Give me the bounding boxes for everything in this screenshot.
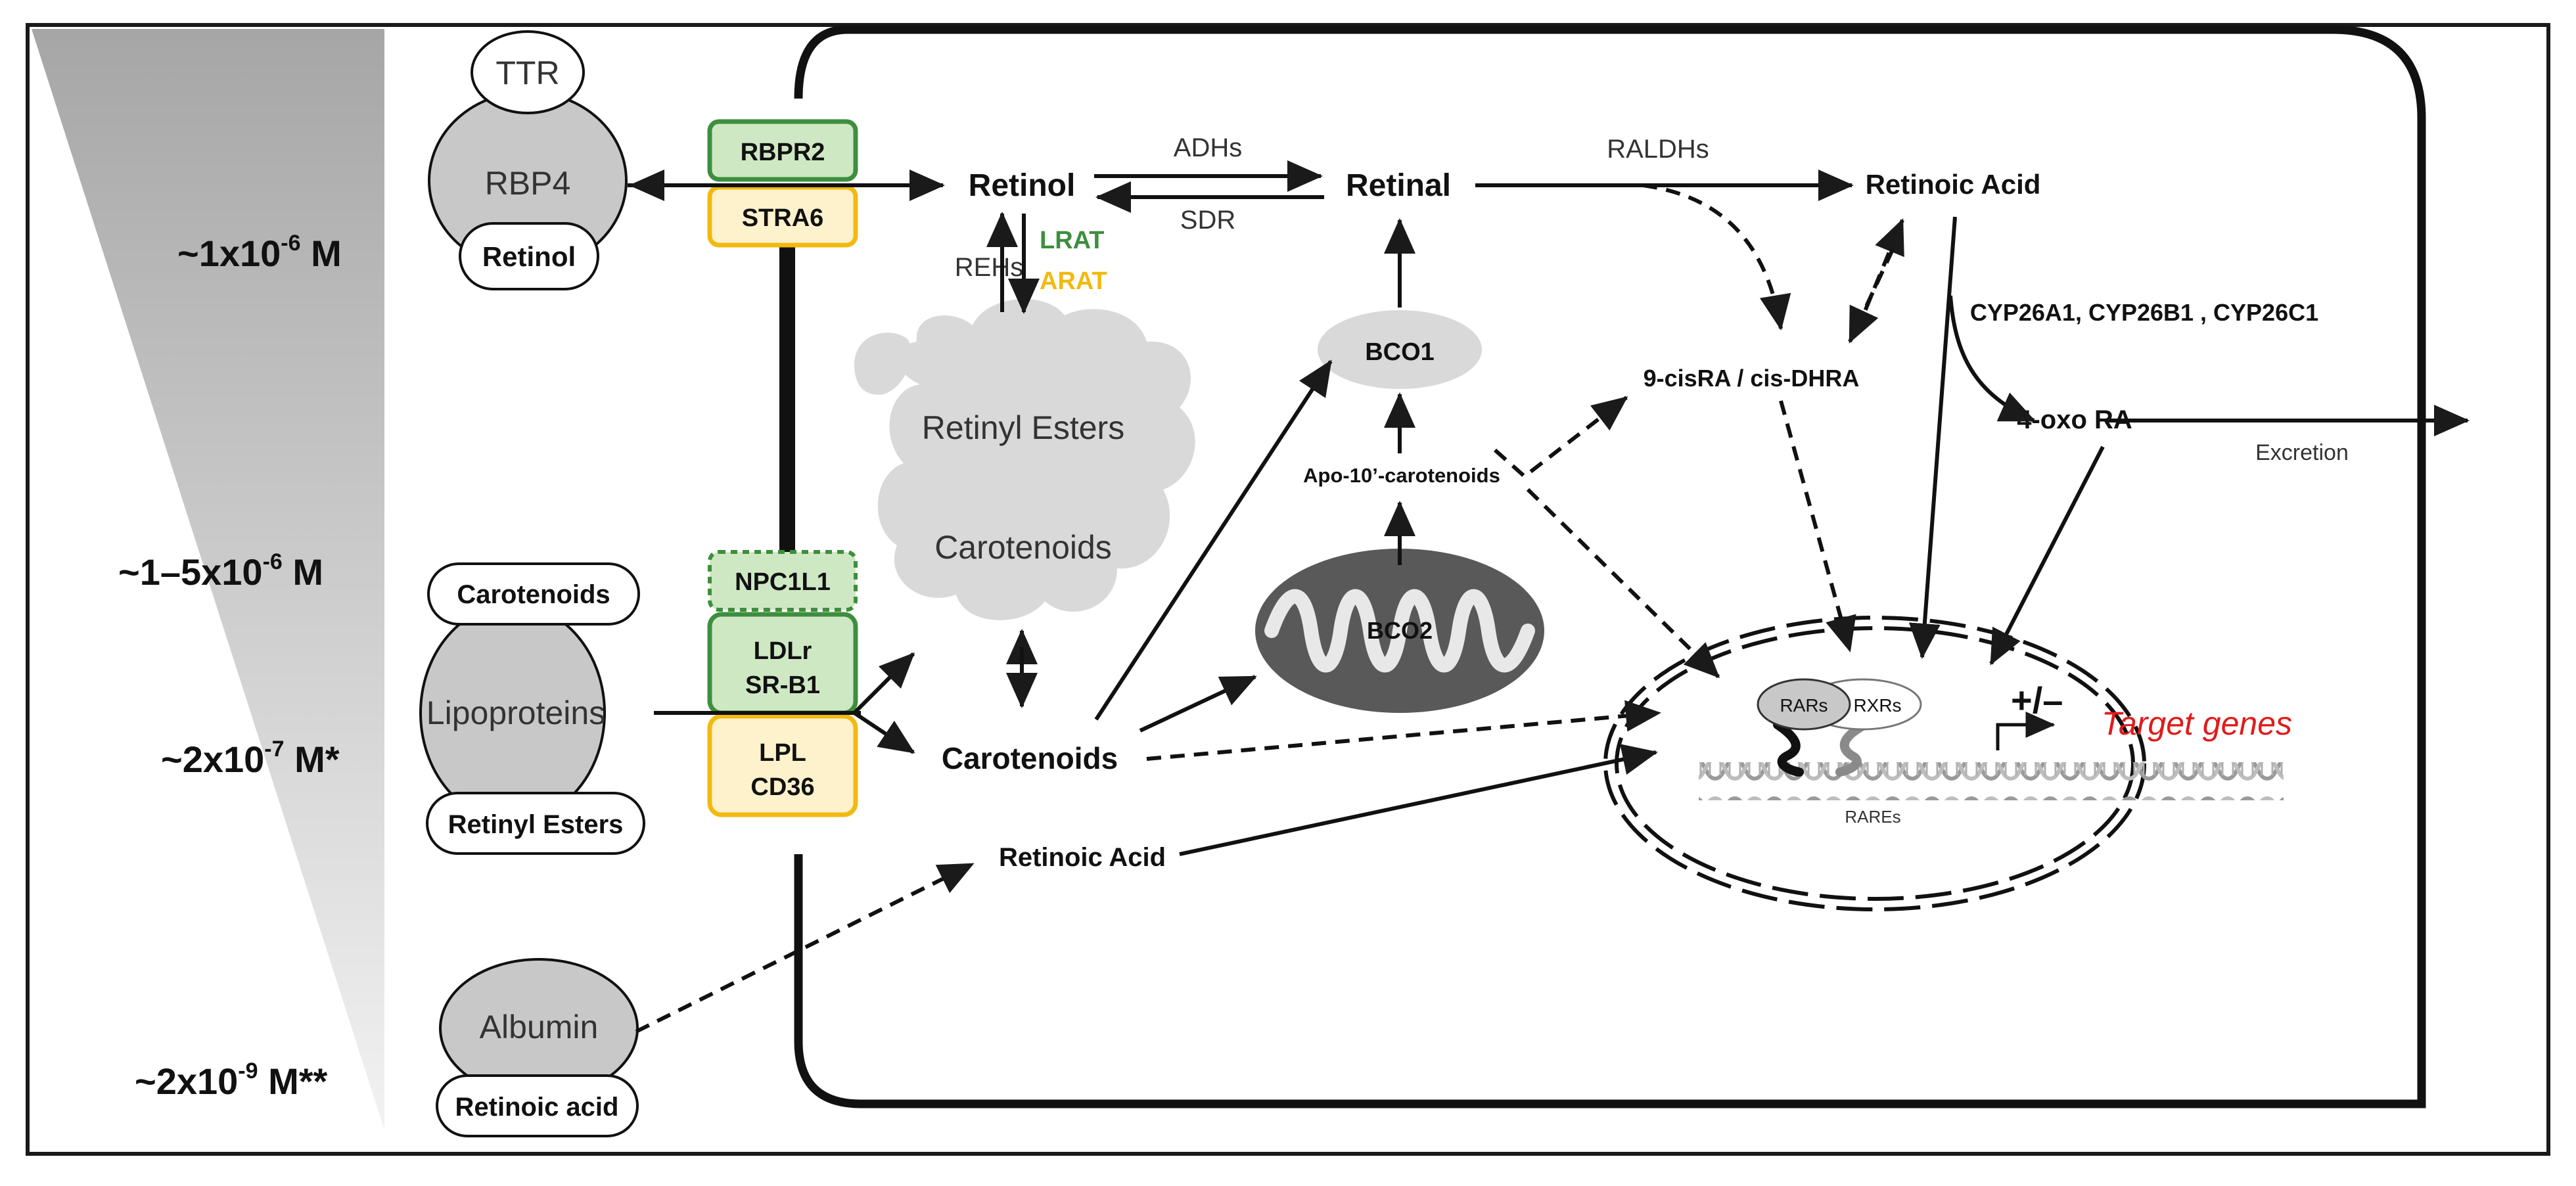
rehs-label: REHs <box>955 253 1023 282</box>
rar-dna-binding-domain <box>1773 720 1804 777</box>
lipoprotein-carotenoids-pill <box>427 562 640 626</box>
cd36-label: CD36 <box>750 773 814 801</box>
ttr-label: TTR <box>495 55 559 91</box>
srb1-label: SR-B1 <box>745 672 820 699</box>
npc1l1-transporter <box>708 550 858 612</box>
rxrs-label: RXRs <box>1853 695 1901 716</box>
lrat-label: LRAT <box>1040 227 1105 254</box>
albumin-label: Albumin <box>480 1009 599 1045</box>
nine-cis-ra-label: 9-cisRA / cis-DHRA <box>1644 365 1860 392</box>
raldhs-label: RALDHs <box>1607 135 1709 164</box>
lpl-label: LPL <box>759 739 806 767</box>
arrow-lipoproteins-to-store <box>852 652 915 715</box>
lipoproteins-label: Lipoproteins <box>426 695 605 731</box>
arat-label: ARAT <box>1040 267 1107 295</box>
dashed-arrow-9cis-to-nucleus <box>1779 400 1856 652</box>
target-genes-label: Target genes <box>2102 705 2292 742</box>
apo-carotenoids-label: Apo-10’-carotenoids <box>1303 464 1500 487</box>
rars-label: RARs <box>1780 695 1828 716</box>
dashed-arrow-albumin-to-retinoic-acid <box>635 862 975 1034</box>
lpl-cd36-transporter <box>707 714 858 817</box>
mitochondrion-cristae <box>1264 589 1535 673</box>
concentration-label-3: ~2x10-7 M* <box>161 737 340 780</box>
bco1-enzyme <box>1318 310 1482 389</box>
ldlr-label: LDLr <box>754 637 812 665</box>
dashed-arrow-carotenoids-to-nucleus <box>1146 700 1661 761</box>
dashed-arrow-raldh-to-9cis <box>1642 183 1791 331</box>
arrow-retinoic-acid-to-4-oxo <box>1948 295 2036 422</box>
retinyl-ester-store-blob <box>877 298 1195 620</box>
ttr-protein <box>471 30 585 114</box>
albumin-retinoic-acid-pill <box>436 1074 639 1137</box>
sdr-label: SDR <box>1180 206 1235 235</box>
solid-arrows <box>628 160 2470 856</box>
rbpr2-transporter <box>707 119 858 182</box>
dashed-arrow-apo-to-nucleus <box>1526 488 1720 679</box>
npc1l1-label: NPC1L1 <box>735 568 831 596</box>
cell-membrane <box>794 25 2426 1108</box>
carotenoids-store-label: Carotenoids <box>934 529 1112 566</box>
rares-label: RAREs <box>1845 807 1900 827</box>
dashed-arrow-apo-to-9cis <box>1494 396 1628 479</box>
cyp26-label: CYP26A1, CYP26B1 , CYP26C1 <box>1970 299 2318 326</box>
concentration-label-1: ~1x10-6 M <box>177 231 342 274</box>
arrow-4-oxo-to-nucleus <box>1989 445 2105 666</box>
dashed-arrows <box>635 183 1904 1034</box>
concentration-label-4: ~2x10-9 M** <box>135 1059 328 1102</box>
retinoic-acid-label: Retinoic Acid <box>1866 169 2041 200</box>
arrow-retinoic-acid-to-nucleus <box>1179 744 1658 856</box>
lipoprotein-retinyl-esters-label: Retinyl Esters <box>448 810 624 839</box>
concentration-label-2: ~1–5x10-6 M <box>118 549 323 593</box>
bco2-label: BCO2 <box>1367 617 1433 644</box>
transcription-start-arrow <box>1996 712 2056 750</box>
retinyl-esters-store-label: Retinyl Esters <box>922 409 1124 446</box>
retinol-label: Retinol <box>969 168 1076 203</box>
stra6-label: STRA6 <box>742 204 824 232</box>
concentration-gradient-wedge <box>32 29 384 1130</box>
adhs-label: ADHs <box>1174 133 1242 162</box>
lipoprotein-retinyl-esters-pill <box>426 792 645 855</box>
carotenoids-label: Carotenoids <box>942 741 1118 775</box>
cell-membrane-top-left <box>794 25 848 99</box>
arrow-lipoproteins-to-carotenoids <box>853 711 915 754</box>
arrow-carotenoids-to-bco1 <box>1094 359 1333 721</box>
excretion-label: Excretion <box>2255 440 2349 465</box>
bco1-label: BCO1 <box>1365 338 1435 366</box>
lipoprotein-carotenoids-label: Carotenoids <box>457 580 610 609</box>
albumin-retinoic-acid-label: Retinoic acid <box>455 1093 619 1122</box>
rxr-dna-binding-domain <box>1835 720 1870 777</box>
rars-receptor <box>1757 678 1851 731</box>
retinyl-ester-store-droplet <box>854 332 911 395</box>
retinoic-acid-lower-label: Retinoic Acid <box>999 843 1166 872</box>
plus-minus-regulation: +/– <box>2011 679 2063 721</box>
arrow-retinoic-acid-to-nucleus-top <box>1908 216 1957 659</box>
arrow-carotenoids-to-bco2 <box>1139 675 1257 733</box>
retinal-label: Retinal <box>1346 168 1451 203</box>
dashed-arrow-retinoic-acid-to-9cis <box>1848 248 1895 344</box>
rbp4-retinol-pill <box>459 222 599 290</box>
rbp4-retinol-label: Retinol <box>482 241 576 272</box>
rbp4-label: RBP4 <box>485 165 571 202</box>
rbpr2-label: RBPR2 <box>741 139 825 166</box>
